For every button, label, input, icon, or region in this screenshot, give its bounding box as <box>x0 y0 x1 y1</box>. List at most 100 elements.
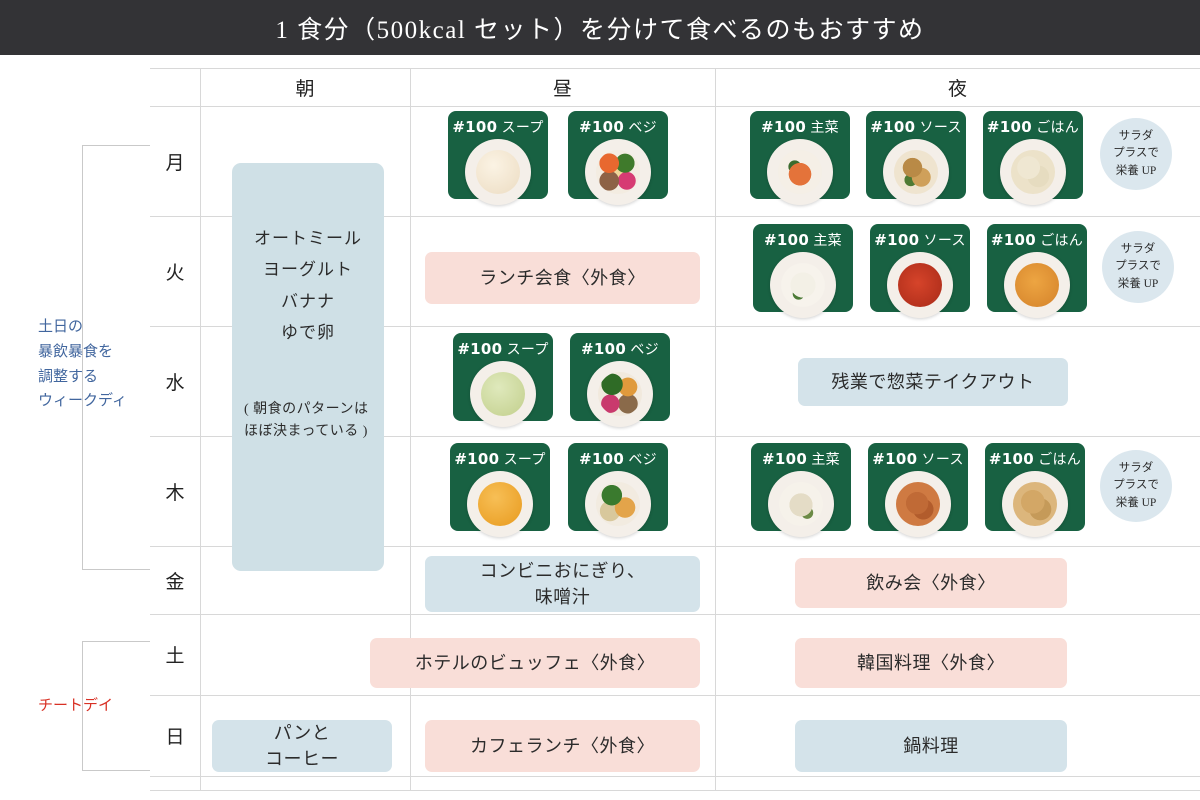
meal-card-hash: #100 <box>457 340 503 358</box>
meal-card-hash: #100 <box>764 231 810 249</box>
salad-badge-line-2: プラスで <box>1113 147 1159 160</box>
grid-row-line-header-bottom <box>150 106 1200 107</box>
food-photo-stirfry-sauce <box>883 139 949 205</box>
breakfast-item-3: バナナ <box>281 291 335 311</box>
meal-card-name: ベジ <box>630 341 659 357</box>
meal-card-label: #100 ソース <box>870 230 970 250</box>
meal-card-label: #100 ごはん <box>983 117 1083 137</box>
food-photo-meat-sauce <box>885 471 951 537</box>
day-label-tue: 火 <box>165 262 185 284</box>
meal-card-hash: #100 <box>988 450 1034 468</box>
tag-sun-morning-line-1: パンと <box>273 722 331 743</box>
meal-card-label: #100 ソース <box>868 449 968 469</box>
food-photo-cream-soup <box>465 139 531 205</box>
meal-card-tue-dinner-rice[interactable]: #100 ごはん <box>987 224 1087 318</box>
header-bar: 1 食分（500kcal セット）を分けて食べるのもおすすめ <box>0 0 1200 55</box>
food-photo-vegetable-plate <box>585 139 651 205</box>
tag-wed-dinner: 残業で惣菜テイクアウト <box>798 358 1068 406</box>
weekday-bracket <box>82 145 150 570</box>
salad-badge-line-1: サラダ <box>1120 243 1156 256</box>
meal-card-label: #100 ベジ <box>570 339 670 359</box>
column-header-noon: 昼 <box>552 78 572 100</box>
food-photo-tomato-sauce <box>887 252 953 318</box>
meal-card-hash: #100 <box>872 450 918 468</box>
meal-card-hash: #100 <box>870 118 916 136</box>
weekday-label-line-3: 調整する <box>38 368 99 385</box>
grid-col-line-day <box>200 68 201 790</box>
food-photo-white-fish-main <box>770 252 836 318</box>
food-photo-orange-rice <box>1004 252 1070 318</box>
meal-card-hash: #100 <box>761 118 807 136</box>
page-title: 1 食分（500kcal セット）を分けて食べるのもおすすめ <box>275 16 925 44</box>
meal-card-label: #100 主菜 <box>751 449 851 469</box>
salad-badge-line-1: サラダ <box>1118 462 1154 475</box>
weekday-label-line-2: 暴飲暴食を <box>38 343 114 360</box>
column-header-night: 夜 <box>947 78 967 100</box>
tag-fri-dinner: 飲み会〈外食〉 <box>795 558 1067 608</box>
day-label-thu: 木 <box>165 482 185 504</box>
day-label-fri: 金 <box>165 571 185 593</box>
food-photo-brown-rice <box>1002 471 1068 537</box>
meal-card-name: スープ <box>503 451 546 467</box>
food-photo-mixed-rice <box>1000 139 1066 205</box>
tag-sat-lunch: ホテルのビュッフェ〈外食〉 <box>370 638 700 688</box>
meal-card-hash: #100 <box>581 340 627 358</box>
tag-sun-lunch: カフェランチ〈外食〉 <box>425 720 700 772</box>
tag-sun-dinner: 鍋料理 <box>795 720 1067 772</box>
grid-row-line-sat <box>150 695 1200 696</box>
salad-badge-line-3: 栄養 UP <box>1115 164 1157 177</box>
meal-card-name: ベジ <box>628 119 657 135</box>
food-photo-chicken-main <box>768 471 834 537</box>
tag-fri-lunch-line-2: 味噌汁 <box>534 587 591 607</box>
meal-card-thu-lunch-veg[interactable]: #100 ベジ <box>568 443 668 537</box>
breakfast-item-1: オートミール <box>254 229 362 248</box>
meal-card-thu-dinner-main[interactable]: #100 主菜 <box>751 443 851 537</box>
food-photo-salmon-main <box>767 139 833 205</box>
meal-card-mon-lunch-soup[interactable]: #100 スープ <box>448 111 548 205</box>
meal-card-thu-dinner-sauce[interactable]: #100 ソース <box>868 443 968 537</box>
meal-card-label: #100 ごはん <box>987 230 1087 250</box>
meal-card-hash: #100 <box>986 118 1032 136</box>
meal-card-name: 主菜 <box>810 119 839 135</box>
salad-badge-thu: サラダ プラスで 栄養 UP <box>1100 450 1172 522</box>
salad-badge-line-3: 栄養 UP <box>1117 277 1159 290</box>
meal-card-hash: #100 <box>990 231 1036 249</box>
tag-sun-morning-line-2: コーヒー <box>265 749 339 769</box>
meal-card-name: 主菜 <box>811 451 840 467</box>
grid-row-line-tue <box>150 326 1200 327</box>
meal-card-thu-lunch-soup[interactable]: #100 スープ <box>450 443 550 537</box>
salad-badge-mon: サラダ プラスで 栄養 UP <box>1100 118 1172 190</box>
grid-row-line-wed <box>150 436 1200 437</box>
meal-card-thu-dinner-rice[interactable]: #100 ごはん <box>985 443 1085 537</box>
meal-card-wed-lunch-veg[interactable]: #100 ベジ <box>570 333 670 427</box>
meal-card-label: #100 スープ <box>450 449 550 469</box>
meal-card-wed-lunch-soup[interactable]: #100 スープ <box>453 333 553 427</box>
day-label-sun: 日 <box>165 727 185 748</box>
tag-fri-lunch-line-1: コンビニおにぎり、 <box>479 560 646 581</box>
tag-fri-lunch: コンビニおにぎり、 味噌汁 <box>425 556 700 612</box>
salad-badge-line-3: 栄養 UP <box>1115 496 1157 509</box>
meal-card-mon-dinner-rice[interactable]: #100 ごはん <box>983 111 1083 205</box>
meal-card-label: #100 主菜 <box>750 117 850 137</box>
weekday-label-line-4: ウィークディ <box>38 393 127 410</box>
salad-badge-line-2: プラスで <box>1115 260 1161 273</box>
meal-card-tue-dinner-main[interactable]: #100 主菜 <box>753 224 853 318</box>
grid-row-line-fri <box>150 614 1200 615</box>
meal-card-label: #100 スープ <box>453 339 553 359</box>
breakfast-routine-block: オートミール ヨーグルト バナナ ゆで卵 ( 朝食のパターンはほぼ決まっている … <box>232 163 384 571</box>
meal-card-mon-dinner-main[interactable]: #100 主菜 <box>750 111 850 205</box>
meal-card-hash: #100 <box>874 231 920 249</box>
meal-card-name: ごはん <box>1040 232 1084 248</box>
meal-card-tue-dinner-sauce[interactable]: #100 ソース <box>870 224 970 318</box>
meal-card-hash: #100 <box>454 450 500 468</box>
meal-card-label: #100 主菜 <box>753 230 853 250</box>
meal-card-mon-lunch-veg[interactable]: #100 ベジ <box>568 111 668 205</box>
food-photo-green-soup <box>470 361 536 427</box>
food-photo-vegetable-plate-3 <box>585 471 651 537</box>
meal-card-name: スープ <box>501 119 544 135</box>
meal-card-name: スープ <box>506 341 549 357</box>
meal-card-name: 主菜 <box>813 232 842 248</box>
grid-row-line-thu <box>150 546 1200 547</box>
meal-card-mon-dinner-sauce[interactable]: #100 ソース <box>866 111 966 205</box>
meal-card-name: ソース <box>919 119 962 135</box>
